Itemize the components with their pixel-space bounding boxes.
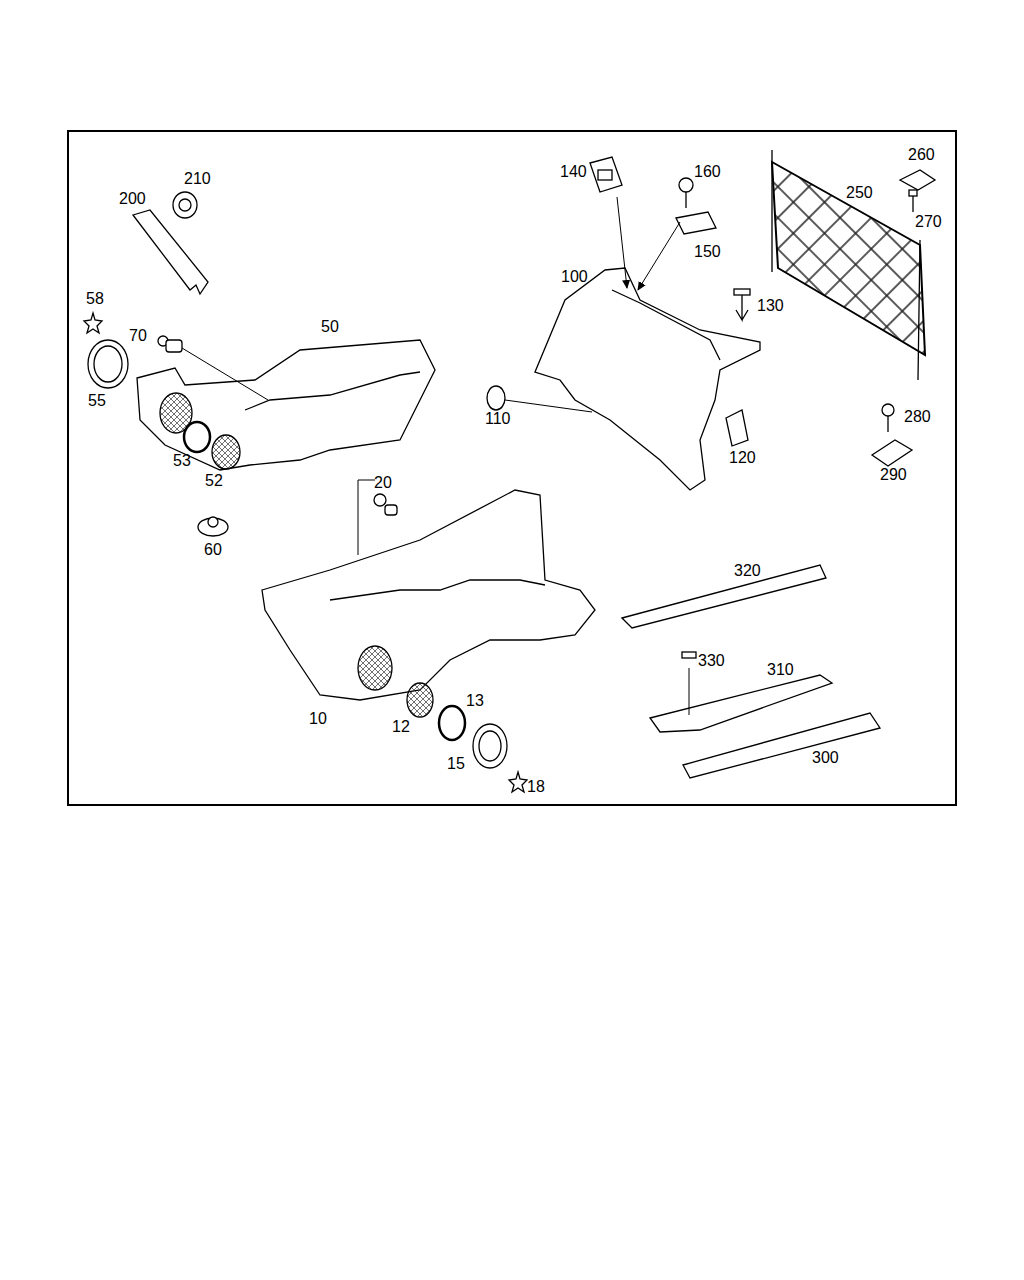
callout-number: 320 <box>733 562 762 580</box>
callout-number: 150 <box>693 243 722 261</box>
callout-number: 60 <box>203 541 223 559</box>
callout-number: 53 <box>172 452 192 470</box>
callout-number: 13 <box>465 692 485 710</box>
callout-number: 140 <box>559 163 588 181</box>
callout-number: 210 <box>183 170 212 188</box>
callout-number: 310 <box>766 661 795 679</box>
callout-number: 100 <box>560 268 589 286</box>
callout-number: 50 <box>320 318 340 336</box>
callout-number: 160 <box>693 163 722 181</box>
callout-number: 70 <box>128 327 148 345</box>
callout-number: 58 <box>85 290 105 308</box>
callout-number: 270 <box>914 213 943 231</box>
callout-number: 330 <box>697 652 726 670</box>
callout-number: 200 <box>118 190 147 208</box>
callout-number: 18 <box>526 778 546 796</box>
callout-number: 120 <box>728 449 757 467</box>
callout-number: 15 <box>446 755 466 773</box>
callout-number: 55 <box>87 392 107 410</box>
callout-number: 130 <box>756 297 785 315</box>
callout-number: 260 <box>907 146 936 164</box>
callout-number: 290 <box>879 466 908 484</box>
callout-number: 52 <box>204 472 224 490</box>
callout-number: 10 <box>308 710 328 728</box>
callout-number: 280 <box>903 408 932 426</box>
callout-number: 300 <box>811 749 840 767</box>
callout-number: 250 <box>845 184 874 202</box>
callout-number: 20 <box>373 474 393 492</box>
callout-number: 12 <box>391 718 411 736</box>
callout-number: 110 <box>484 410 512 428</box>
